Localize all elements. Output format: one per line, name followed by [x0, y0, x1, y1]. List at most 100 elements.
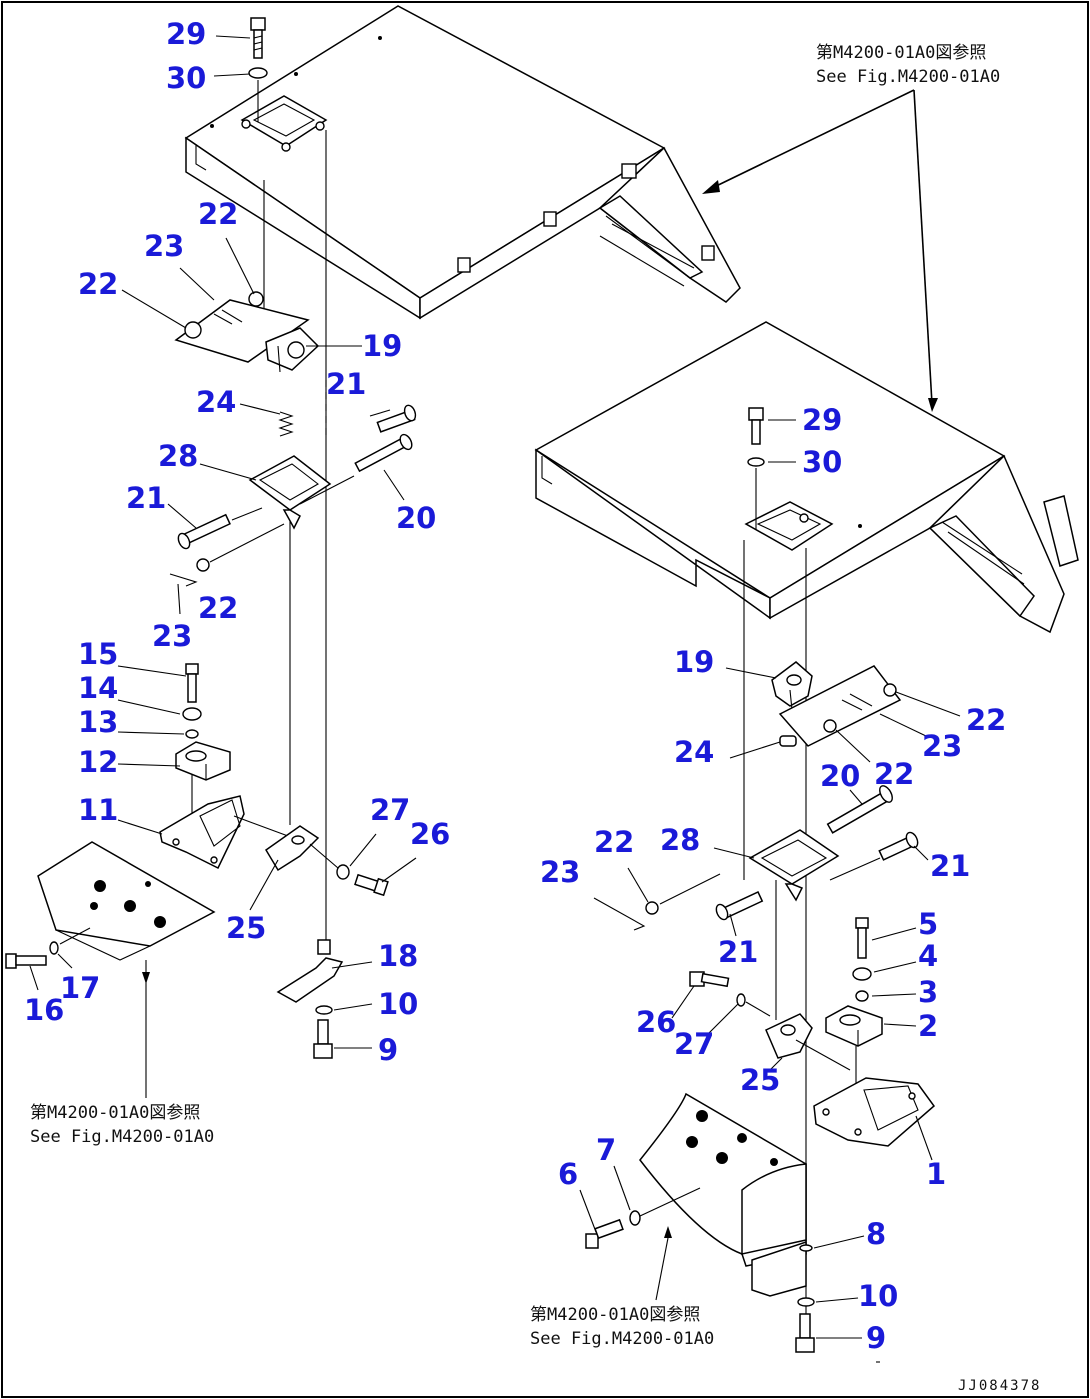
callout-label: 9: [866, 1321, 886, 1355]
callout-label: 3: [918, 975, 938, 1009]
left-bracket-19: [265, 327, 320, 373]
callout-label: 10: [858, 1279, 898, 1313]
left-pin-21b: [177, 507, 263, 550]
left-washer-14: [182, 707, 202, 721]
callout-label: 10: [378, 987, 418, 1021]
callout-label: 4: [918, 939, 938, 973]
left-pin-21a: [376, 404, 417, 433]
callout-label: 19: [674, 645, 714, 679]
right-pin-21b: [715, 891, 764, 921]
ref-note-bottom-right-line1: 第M4200-01A0図参照: [530, 1305, 700, 1325]
callout-label: 1: [926, 1157, 946, 1191]
right-washer-30: [747, 457, 765, 467]
callout-label: 21: [126, 481, 166, 515]
callout-label: 23: [144, 229, 184, 263]
ref-note-bottom-left-line2: See Fig.M4200-01A0: [30, 1127, 214, 1147]
left-washer-27: [336, 864, 350, 880]
callout-label: 16: [24, 993, 64, 1027]
right-bolt-6: [585, 1218, 624, 1249]
callout-label: 24: [674, 735, 714, 769]
right-spacer-sheet-23: [778, 665, 902, 747]
right-washer-3: [855, 990, 869, 1002]
callout-label: 27: [370, 793, 410, 827]
ref-note-top-right-line2: See Fig.M4200-01A0: [816, 67, 1000, 87]
callout-label: 28: [158, 439, 198, 473]
callout-label: 15: [78, 637, 118, 671]
ref-note-top-right-line1: 第M4200-01A0図参照: [816, 43, 986, 63]
right-washer-22b: [823, 719, 837, 733]
callout-label: 22: [966, 703, 1006, 737]
callout-leaders: [29, 35, 961, 1363]
callout-label: 9: [378, 1033, 398, 1067]
callout-label: 17: [60, 971, 100, 1005]
ref-note-bottom-left-line1: 第M4200-01A0図参照: [30, 1103, 200, 1123]
left-bracket-18: [276, 939, 344, 1003]
callout-label: 20: [820, 759, 860, 793]
callout-label: 13: [78, 705, 118, 739]
right-washer-7: [629, 1210, 641, 1226]
callout-label: 8: [866, 1217, 886, 1251]
callout-label: 27: [674, 1027, 714, 1061]
callout-label: 2: [918, 1009, 938, 1043]
left-spacer-sheet-23: [174, 299, 310, 363]
left-washer-10: [315, 1005, 333, 1015]
left-bolt-16: [5, 953, 47, 969]
left-washer-22b: [248, 291, 264, 307]
right-callouts: 29 30 19 22 23 22 24 20 28 21 22 23 21 5…: [540, 403, 1006, 1355]
callout-label: 28: [660, 823, 700, 857]
right-pin-20: [826, 785, 893, 834]
left-cover-bracket: [240, 95, 328, 152]
callout-label: 29: [166, 17, 206, 51]
left-hinge-plate-28: [248, 455, 332, 530]
right-pin-21a: [829, 831, 919, 881]
right-bracket-8: [751, 1240, 807, 1297]
callout-label: 22: [198, 197, 238, 231]
right-bolt-5: [855, 917, 869, 959]
callout-label: 20: [396, 501, 436, 535]
left-spring-24: [278, 411, 294, 437]
callout-label: 29: [802, 403, 842, 437]
right-spring-24: [779, 735, 797, 747]
right-washer-22a: [883, 683, 897, 697]
callout-label: 23: [922, 729, 962, 763]
right-bolt-9: [795, 1313, 815, 1353]
callout-label: 21: [930, 849, 970, 883]
callout-label: 5: [918, 907, 938, 941]
left-bolt-26: [354, 873, 389, 897]
right-bolt-26: [689, 971, 730, 988]
callout-label: 30: [166, 61, 206, 95]
left-bolt-29: [250, 17, 266, 59]
callout-label: 26: [410, 817, 450, 851]
callout-label: 24: [196, 385, 236, 419]
callout-label: 7: [596, 1133, 616, 1167]
right-hinge-plate-28: [748, 829, 840, 902]
callout-label: 25: [740, 1063, 780, 1097]
left-bolt-9: [313, 1019, 333, 1059]
right-washer-10: [797, 1297, 815, 1307]
right-cotter-23: [593, 897, 646, 931]
callout-label: 14: [78, 671, 118, 705]
right-block-2: [825, 1005, 883, 1047]
right-bolt-29: [748, 407, 764, 445]
left-bracket-25: [264, 825, 320, 872]
callout-label: 26: [636, 1005, 676, 1039]
drawing-code: JJ084378: [958, 1378, 1041, 1394]
left-callouts: 29 30 22 23 22 19 21 24 28 21 20 22 23 1…: [24, 17, 450, 1067]
left-top-cover: [184, 5, 741, 320]
ref-arrow-to-left-cover: [707, 89, 915, 191]
left-washer-22a: [184, 321, 202, 339]
callout-label: 25: [226, 911, 266, 945]
ref-note-bottom-right-line2: See Fig.M4200-01A0: [530, 1329, 714, 1349]
right-step-plate: [639, 1092, 807, 1267]
right-cover-bracket: [744, 501, 834, 551]
right-bracket-19: [771, 661, 813, 711]
callout-label: 22: [78, 267, 118, 301]
left-cotter-23: [169, 573, 198, 587]
callout-label: 21: [326, 367, 366, 401]
right-top-cover: [534, 321, 1079, 634]
callout-label: 22: [874, 757, 914, 791]
callout-label: 22: [594, 825, 634, 859]
